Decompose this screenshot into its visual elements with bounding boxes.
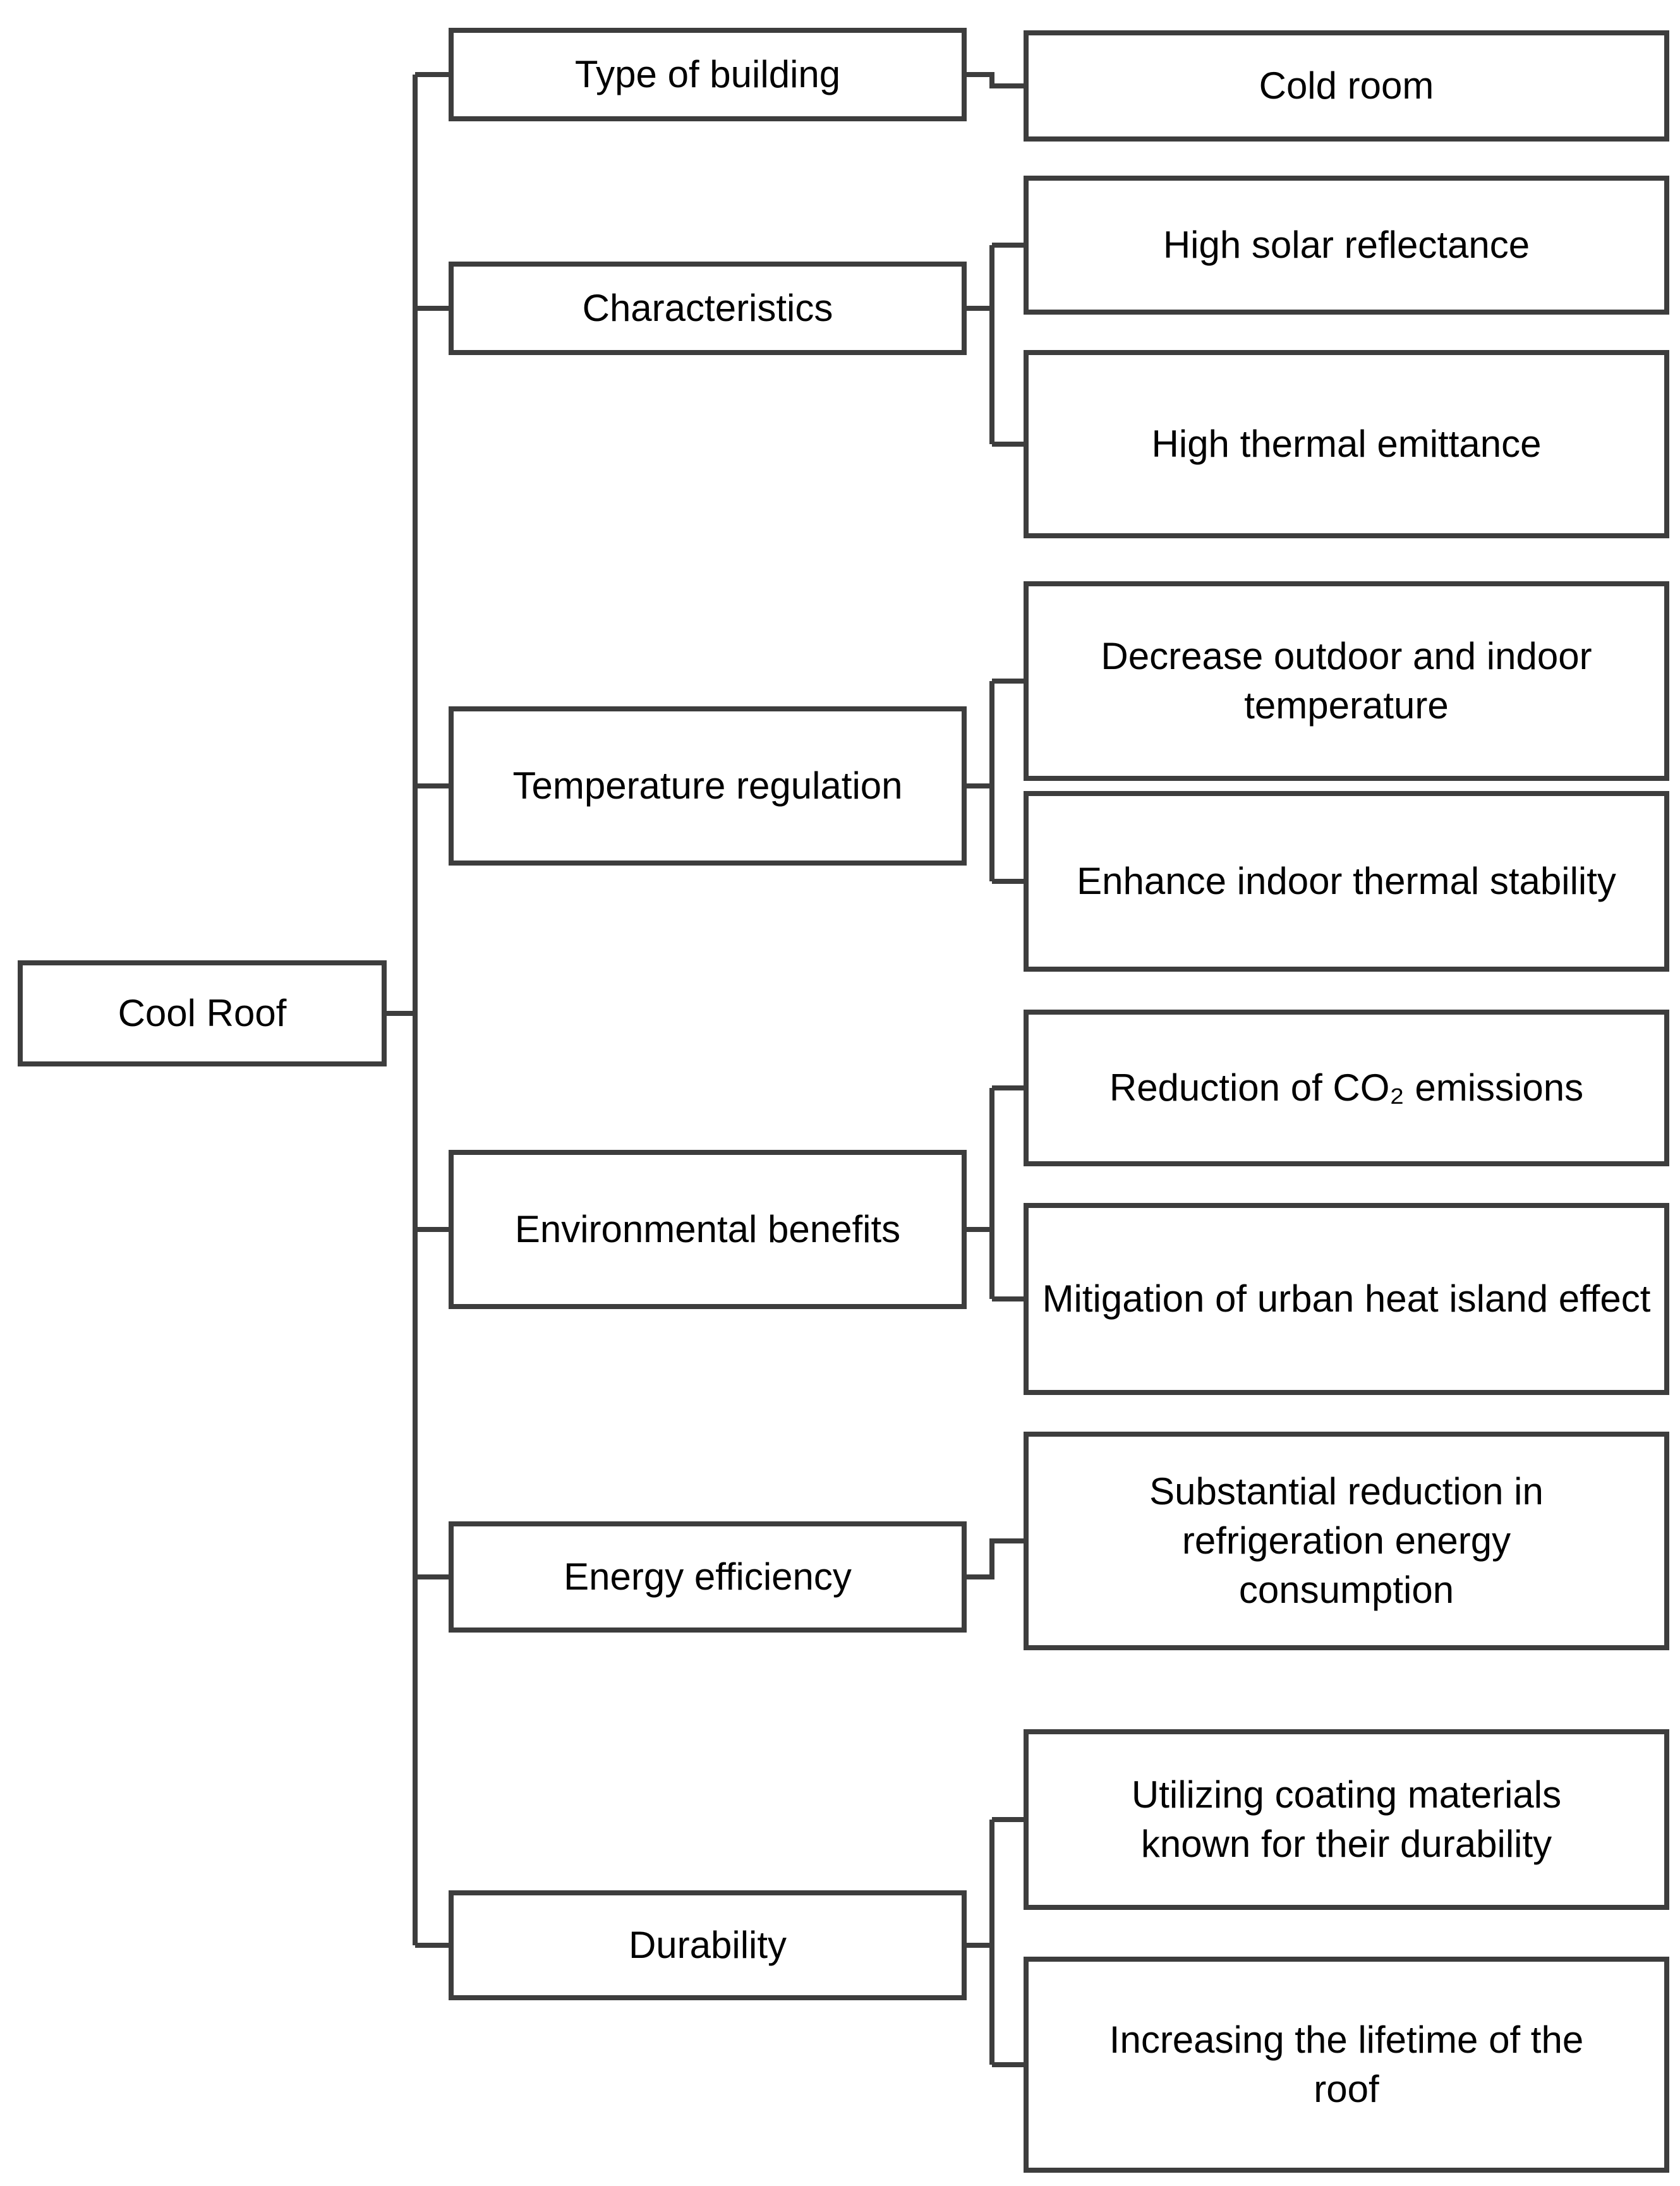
connector-environmental-benefits bbox=[967, 1085, 1024, 1301]
connector-characteristics bbox=[967, 243, 1024, 447]
node-temperature-regulation: Temperature regulation bbox=[449, 706, 967, 866]
node-durability: Durability bbox=[449, 1890, 967, 2000]
node-mitigation-urban-heat-island: Mitigation of urban heat island effect bbox=[1024, 1203, 1669, 1395]
node-characteristics: Characteristics bbox=[449, 262, 967, 355]
node-energy-efficiency: Energy efficiency bbox=[449, 1521, 967, 1633]
connector-temperature-regulation bbox=[967, 679, 1024, 884]
node-cold-room: Cold room bbox=[1024, 30, 1669, 142]
node-high-solar-reflectance: High solar reflectance bbox=[1024, 176, 1669, 315]
node-high-thermal-emittance: High thermal emittance bbox=[1024, 350, 1669, 538]
node-reduction-co2-emissions: Reduction of CO₂ emissions bbox=[1024, 1010, 1669, 1166]
node-enhance-indoor-thermal-stability: Enhance indoor thermal stability bbox=[1024, 791, 1669, 972]
node-increasing-lifetime-of-roof: Increasing the lifetime of the roof bbox=[1024, 1957, 1669, 2173]
node-utilizing-coating-materials: Utilizing coating materials known for th… bbox=[1024, 1729, 1669, 1910]
node-cool-roof: Cool Roof bbox=[18, 960, 387, 1066]
connector-energy-efficiency bbox=[967, 1538, 1024, 1579]
node-decrease-outdoor-indoor-temperature: Decrease outdoor and indoor temperature bbox=[1024, 581, 1669, 781]
connector-type-of-building bbox=[967, 72, 1024, 88]
connector-durability bbox=[967, 1817, 1024, 2067]
node-substantial-reduction-refrigeration-energy: Substantial reduction in refrigeration e… bbox=[1024, 1432, 1669, 1650]
node-type-of-building: Type of building bbox=[449, 28, 967, 121]
connector-root-trunk bbox=[387, 72, 449, 1948]
node-environmental-benefits: Environmental benefits bbox=[449, 1150, 967, 1309]
